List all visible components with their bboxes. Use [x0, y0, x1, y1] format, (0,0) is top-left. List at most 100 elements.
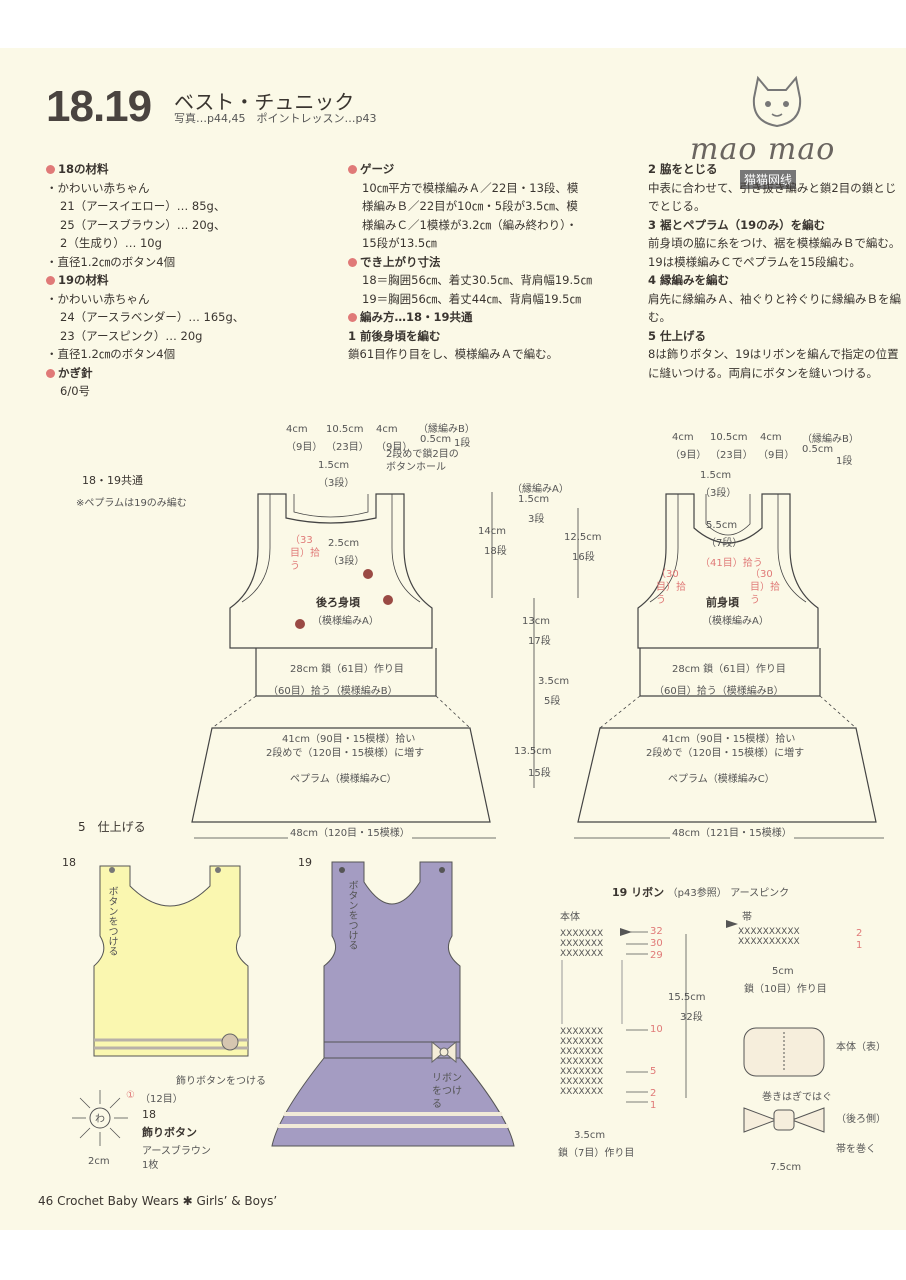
- bow-width: 7.5cm: [770, 1162, 802, 1173]
- gauge-line: 10㎝平方で模様編みＡ／22目・13段、模: [362, 180, 579, 195]
- tunic19-illustration: [271, 861, 515, 1147]
- step1-text: 鎖61目作り目をし、模様編みＡで編む。: [348, 347, 559, 361]
- ribbon-row: 5: [650, 1066, 657, 1077]
- peplum-increase: 2段めで（120目・15模様）に増す: [266, 748, 425, 759]
- pattern-page: 18.19 ベスト・チュニック 写真…p44,45 ポイントレッスン…p43 m…: [0, 48, 906, 1230]
- step5-head: 5 仕上げる: [648, 328, 707, 343]
- size-line: 18＝胸囲56㎝、着丈30.5㎝、背肩幅19.5㎝: [362, 273, 592, 287]
- size-line: 19＝胸囲56㎝、着丈44㎝、背肩幅19.5㎝: [362, 291, 582, 306]
- page-subtitle: 写真…p44,45 ポイントレッスン…p43: [174, 112, 377, 125]
- method-head: 編み方…18・19共通: [360, 310, 473, 324]
- h35: 3.5cm: [538, 676, 570, 687]
- button-attach-19: ボタンをつける: [346, 880, 357, 950]
- h13: 13cm: [522, 616, 550, 627]
- front-pattern: （模様編みA）: [702, 616, 769, 627]
- ribbon-body-width: 3.5cm: [574, 1130, 606, 1141]
- step2-line: でとじる。: [648, 199, 706, 213]
- svg-text:ⅩⅩⅩⅩⅩⅩⅩ: ⅩⅩⅩⅩⅩⅩⅩ: [560, 1067, 603, 1077]
- step5-line: に縫いつける。両肩にボタンを縫いつける。: [648, 365, 878, 380]
- hook-size: 6/0号: [60, 384, 91, 398]
- step3-line: 19は模様編みＣでペプラムを15段編む。: [648, 254, 861, 269]
- svg-text:ⅩⅩⅩⅩⅩⅩⅩ: ⅩⅩⅩⅩⅩⅩⅩ: [560, 929, 603, 939]
- width-back: 48cm（120目・15模様）: [288, 824, 412, 839]
- front-edge-b: （縁編みB）: [802, 434, 859, 445]
- svg-text:ⅩⅩⅩⅩⅩⅩⅩ: ⅩⅩⅩⅩⅩⅩⅩ: [560, 1027, 603, 1037]
- gauge-line: 15段が13.5㎝: [362, 236, 437, 250]
- logo-cn: 猫猫网线: [740, 170, 797, 189]
- m19-item: 24（アースラベンダー）… 165g、: [60, 310, 245, 324]
- ribbon-height-row: 32段: [680, 1012, 703, 1023]
- band-row: 1: [856, 940, 863, 951]
- ribbon-body-chart: ⅩⅩⅩⅩⅩⅩⅩ ⅩⅩⅩⅩⅩⅩⅩ ⅩⅩⅩⅩⅩⅩⅩ ⅩⅩⅩⅩⅩⅩⅩ ⅩⅩⅩⅩⅩⅩⅩ …: [560, 928, 648, 1103]
- front-hem-pick: （60目）拾う（模様編みB）: [654, 686, 784, 697]
- shoulder-right: 4cm: [376, 424, 398, 435]
- step3-line: 前身頃の脇に糸をつけ、裾を模様編みＢで編む。: [648, 236, 901, 250]
- ribbon-height: 15.5cm: [668, 992, 706, 1003]
- width-front: 48cm（121目・15模様）: [670, 824, 794, 839]
- step5-line: 8は飾りボタン、19はリボンを編んで指定の位置: [648, 347, 899, 361]
- step4-line: む。: [648, 310, 671, 324]
- ribbon-row: 32: [650, 926, 663, 937]
- page-footer: 46 Crochet Baby Wears ✱ Girls’ & Boys’: [38, 1194, 278, 1208]
- peplum-note: ※ペプラムは19のみ編む: [76, 498, 187, 509]
- ribbon-attach: リボンをつける: [432, 1073, 462, 1110]
- edge-a-label: （縁編みA）: [512, 484, 569, 495]
- front-arm-pick-right: （30目）拾う: [750, 569, 780, 606]
- h125: 12.5cm: [564, 532, 602, 543]
- deco-center-text: わ: [95, 1113, 105, 1125]
- ribbon-row: 1: [650, 1100, 657, 1111]
- neck-depth-row: （3段）: [318, 478, 355, 489]
- h135: 13.5cm: [514, 746, 552, 757]
- ribbon-band-label: 帯: [742, 912, 752, 923]
- ribbon-ref: （p43参照）: [667, 888, 727, 899]
- bullet-icon: [348, 165, 357, 174]
- m18-head: 18の材料: [58, 162, 109, 176]
- ribbon-row: 10: [650, 1024, 663, 1035]
- h135-row: 15段: [528, 768, 551, 779]
- neck-width-st: （23目）: [326, 442, 369, 453]
- bullet-icon: [348, 313, 357, 322]
- deco-name: 飾りボタン: [142, 1126, 197, 1139]
- shoulder-left-st: （9目）: [286, 442, 323, 453]
- m18-item: ・直径1.2㎝のボタン4個: [46, 254, 176, 269]
- step4-head: 4 縁編みを編む: [648, 273, 730, 287]
- armhole-depth: 2.5cm: [328, 538, 360, 549]
- materials-section: 18の材料 ・かわいい赤ちゃん 21（アースイエロー）… 85g、 25（アース…: [46, 160, 306, 401]
- bullet-icon: [348, 257, 357, 267]
- button-attach-18: ボタンをつける: [106, 886, 117, 956]
- back-name: 後ろ身頃: [316, 596, 360, 609]
- size-head: でき上がり寸法: [360, 254, 441, 269]
- ribbon-wrap: 巻きはぎではぐ: [762, 1092, 832, 1103]
- edge-a-width: 1.5cm: [518, 494, 550, 505]
- svg-text:ⅩⅩⅩⅩⅩⅩⅩ: ⅩⅩⅩⅩⅩⅩⅩ: [560, 1057, 603, 1067]
- m18-item: 21（アースイエロー）… 85g、: [60, 199, 226, 213]
- page-title: ベスト・チュニック: [174, 90, 355, 114]
- v19-label: 19: [298, 856, 312, 869]
- h35-row: 5段: [544, 696, 561, 707]
- measure-lines: [491, 492, 579, 788]
- front-peplum-name: ペプラム（模様編みC）: [668, 774, 775, 785]
- ribbon-row: 2: [650, 1088, 657, 1099]
- h13-row: 17段: [528, 636, 551, 647]
- deco-qty: 1枚: [142, 1160, 159, 1171]
- front-center-depth: 5.5cm: [706, 520, 738, 531]
- front-chain: 28cm 鎖（61目）作り目: [672, 664, 786, 675]
- gauge-line: 様編みＣ／1模様が3.2㎝（編み終わり）・: [362, 217, 578, 232]
- gauge-head: ゲージ: [360, 162, 395, 176]
- finish-head: 5 仕上げる: [78, 820, 146, 834]
- edge-b-label: （縁編みB）: [418, 424, 475, 435]
- ribbon-color: アースピンク: [730, 888, 790, 899]
- front-edge-b-h: 0.5cm: [802, 444, 834, 455]
- peplum-name: ペプラム（模様編みC）: [290, 774, 397, 785]
- front-center-pick: （41目）拾う: [700, 558, 763, 569]
- front-shoulder-right: 4cm: [760, 432, 782, 443]
- m19-item: ・直径1.2㎝のボタン4個: [46, 347, 176, 361]
- gauge-section: ゲージ 10㎝平方で模様編みＡ／22目・13段、模 様編みＢ／22目が10㎝・5…: [348, 160, 628, 364]
- gauge-line: 様編みＢ／22目が10㎝・5段が3.5㎝、模: [362, 199, 578, 213]
- step3-head: 3 裾とペプラム（19のみ）を編む: [648, 217, 826, 232]
- svg-text:ⅩⅩⅩⅩⅩⅩⅩⅩⅩⅩ: ⅩⅩⅩⅩⅩⅩⅩⅩⅩⅩ: [738, 927, 800, 937]
- hem-pick: （60目）拾う（模様編みB）: [268, 686, 398, 697]
- front-arm-pick-left: （30目）拾う: [656, 569, 686, 606]
- svg-text:ⅩⅩⅩⅩⅩⅩⅩ: ⅩⅩⅩⅩⅩⅩⅩ: [560, 1037, 603, 1047]
